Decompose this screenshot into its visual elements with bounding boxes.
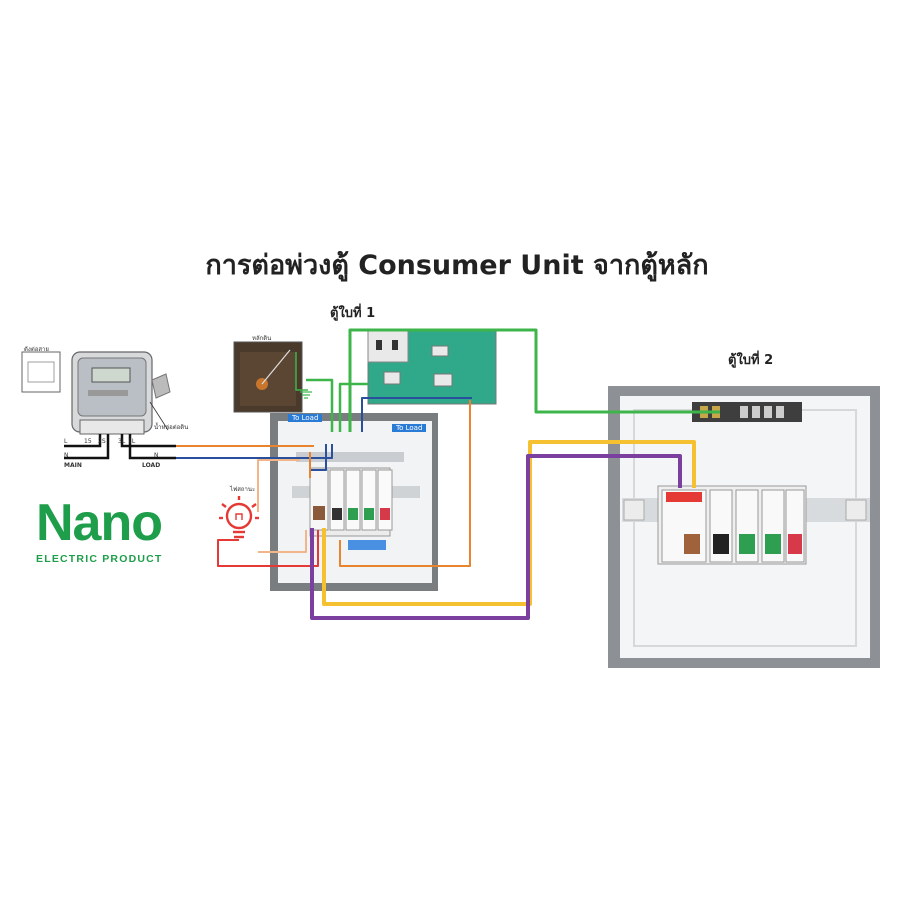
meter-load-label: LOAD [142, 462, 161, 469]
status-light-label: ไฟสถานะ [230, 486, 256, 493]
to-load-label-2: To Load [392, 424, 427, 432]
page-title: การต่อพ่วงตู้ Consumer Unit จากตู้หลัก [205, 250, 709, 281]
meter-terminal-15: 15 [84, 438, 92, 445]
meter-label-2: น้ำหล่อต่อดิน [154, 424, 189, 431]
brand-logo: Nano ELECTRIC PRODUCT [36, 497, 163, 565]
cabinet-1 [270, 413, 438, 591]
meter-main-label: MAIN [64, 462, 82, 469]
meter-wires [64, 434, 176, 460]
meter-terminal-3l: 3L [118, 438, 126, 445]
cabinet-2 [608, 386, 880, 668]
cabinet-1-label: ตู้ใบที่ 1 [330, 306, 376, 321]
ground-rod-photo [233, 341, 312, 413]
status-light-bulb [219, 496, 259, 539]
cabinet-2-label: ตู้ใบที่ 2 [728, 353, 774, 368]
green-ground-wire [348, 328, 720, 432]
meter-neutral-left: N [64, 452, 69, 459]
brand-tagline: ELECTRIC PRODUCT [36, 553, 163, 565]
socket-board [367, 329, 497, 405]
electricity-meter [21, 351, 171, 435]
meter-terminal-l: L [64, 438, 68, 445]
meter-neutral-right: N [154, 452, 159, 459]
purple-wire [310, 454, 682, 620]
ground-rod-label: หลักดิน [252, 335, 272, 342]
to-load-label-1: To Load [288, 414, 323, 422]
meter-terminal-2s: 2S [98, 438, 106, 445]
meter-label-1: ดังต่อสาย [24, 346, 49, 353]
wires [176, 328, 720, 620]
meter-terminal-1l: 1L [128, 438, 136, 445]
brand-name: Nano [36, 494, 163, 552]
